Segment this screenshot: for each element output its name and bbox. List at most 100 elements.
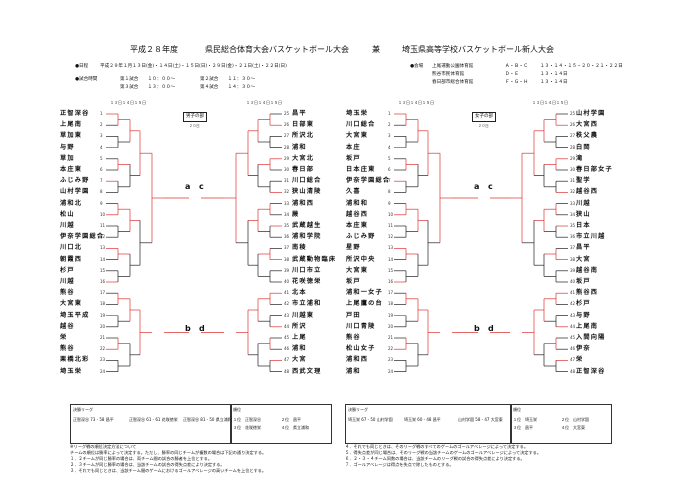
girls-seed-left: 22 (388, 346, 394, 352)
girls-seed-right: 42 (570, 301, 576, 307)
girls-team-left: 浦和西 (346, 356, 369, 364)
girls-seed-right: 36 (570, 234, 576, 240)
girls-team-right: 越谷南 (576, 266, 599, 274)
boys-team-right: 日部東 (292, 121, 315, 129)
boys-seed-left: 18 (100, 301, 106, 307)
girls-seed-left: 4 (388, 144, 391, 150)
venue-3-name: 春日部市総合体育館 (432, 80, 474, 85)
boys-team-right: 川越東 (292, 311, 315, 319)
boys-seed-left: 20 (100, 323, 106, 329)
time-1: 第１試合 １０：００～ (120, 77, 176, 82)
girls-semi-c: c (488, 182, 494, 191)
girls-team-right: 昌平 (576, 244, 591, 252)
girls-day-header-right: １５日 (556, 100, 568, 105)
boys-team-left: 上尾南 (60, 121, 83, 129)
boys-team-right: 浦和学院 (292, 233, 322, 241)
girls-team-right: 日本 (576, 222, 591, 229)
girls-team-left: 本庄 (346, 143, 361, 151)
time-2: 第２試合 １１：３０～ (200, 77, 256, 82)
girls-team-left: 浦和 (346, 367, 361, 375)
boys-seed-left: 4 (100, 144, 103, 150)
boys-team-left: 埼玉平成 (60, 311, 90, 319)
notes-right-3: ７．ゴールアベレージは得点を失点で除したものとする。 (345, 462, 454, 467)
girls-team-right: 正智深谷 (576, 367, 606, 375)
girls-seed-right: 33 (570, 200, 576, 206)
title-conj: 兼 (372, 45, 380, 54)
boys-seed-right: 27 (284, 133, 290, 139)
boys-day-header-right: １５日 (270, 100, 282, 105)
boys-team-left: 正智深谷 (60, 110, 90, 117)
boys-team-left: 草加東 (60, 132, 83, 140)
girls-seed-left: 15 (388, 267, 394, 273)
girls-day-header-right: １４日 (544, 100, 556, 105)
venue-1-name: 上尾運動公園体育館 (432, 64, 474, 69)
boys-rank: ３位 花咲徳栄 (233, 425, 261, 430)
girls-seed-right: 48 (570, 368, 576, 374)
boys-team-left: 栗橋北彩 (60, 356, 90, 364)
boys-team-left: ふじみ野 (60, 177, 90, 185)
girls-team-left: 本庄東 (346, 222, 369, 229)
boys-team-left: 朝霞西 (60, 255, 83, 263)
notes-right-1: ５．得失点差が同じ場合は、そのリーグ戦の当該チームのゲームのゴールアベレージによ… (345, 450, 542, 455)
girls-rank: ３位 昌平 (513, 425, 533, 430)
boys-team-left: 山村学園 (60, 188, 90, 196)
time-4: 第４試合 １４：３０～ (200, 85, 256, 90)
boys-seed-right: 46 (284, 346, 290, 352)
girls-team-left: 川口総合 (346, 121, 376, 129)
girls-seed-right: 40 (570, 279, 576, 284)
boys-seed-left: 8 (100, 189, 103, 195)
girls-team-left: 熊谷 (346, 334, 361, 341)
boys-seed-right: 31 (284, 178, 290, 184)
boys-team-right: 武蔵越生 (292, 222, 322, 229)
girls-team-right: 春日部女子 (576, 166, 613, 173)
boys-team-right: 北本 (292, 289, 307, 297)
boys-team-right: 所沢北 (292, 132, 315, 140)
venue-2-name: 熊谷市民体育館 (432, 72, 465, 77)
boys-seed-left: 2 (100, 122, 103, 128)
girls-league-row: 埼玉栄 67 - 50 山村学園 (348, 417, 393, 422)
girls-team-right: 伊奈 (576, 345, 591, 353)
boys-day-header-right: １３日 (246, 100, 258, 105)
girls-seed-right: 30 (570, 167, 576, 172)
notes-left-4: ３．それでも同じときは、当該チーム間のゲームにおけるゴールアベレージの高いチーム… (70, 468, 267, 473)
girls-seed-left: 14 (388, 256, 394, 262)
girls-team-left: 埼玉栄 (346, 110, 369, 117)
boys-day-header-left: １４日 (122, 100, 134, 105)
boys-rank: １位 正智深谷 (233, 417, 261, 422)
girls-team-left: 川口青陵 (346, 322, 376, 330)
girls-seed-right: 38 (570, 256, 576, 262)
venue-1-code: Ａ・Ｂ・Ｃ (505, 64, 528, 69)
boys-seed-left: 10 (100, 211, 106, 217)
girls-seed-right: 43 (570, 312, 576, 318)
boys-seed-left: 14 (100, 256, 106, 262)
boys-seed-left: 16 (100, 279, 106, 284)
boys-team-right: 浦和 (292, 143, 307, 151)
boys-day-header-left: １３日 (110, 100, 122, 105)
boys-team-left: 栄 (60, 334, 68, 341)
girls-team-right: 聖学 (576, 177, 591, 185)
boys-seed-right: 29 (284, 155, 290, 161)
boys-rank: ４位 県立浦和 (281, 425, 309, 430)
boys-seed-right: 45 (284, 335, 290, 340)
notes-left-1: チームの順位は勝率によって決定する。ただし、勝率の同じチームが複数の場合は下記の… (70, 450, 267, 455)
girls-seed-left: 10 (388, 211, 394, 217)
girls-seed-left: 13 (388, 245, 394, 251)
boys-team-right: 川口市立 (292, 266, 322, 274)
girls-league-table: 決勝リーグ 埼玉栄 67 - 50 山村学園 埼玉栄 60 - 48 昌平 山村… (345, 404, 512, 444)
girls-seed-right: 31 (570, 178, 576, 184)
girls-seed-right: 25 (570, 111, 576, 116)
boys-seed-right: 48 (284, 368, 290, 374)
boys-team-right: 花咲徳栄 (292, 278, 322, 285)
girls-team-right: 入間向陽 (576, 334, 606, 341)
girls-seed-left: 1 (388, 111, 391, 116)
girls-seed-left: 8 (388, 189, 391, 195)
girls-seed-left: 7 (388, 178, 391, 184)
boys-division-date: ２０日 (189, 124, 200, 128)
venue-2-code: Ｄ・Ｅ (505, 72, 519, 77)
girls-rank: ４位 大宮東 (561, 425, 585, 430)
girls-day-header-left: １４日 (410, 100, 422, 105)
notes-right-0: ４．それでも同じときは、そのリーグ戦のすべてのゲームのゴールアベレージによって決… (345, 444, 529, 449)
girls-team-left: 久喜 (346, 188, 361, 196)
girls-seed-right: 41 (570, 290, 576, 296)
